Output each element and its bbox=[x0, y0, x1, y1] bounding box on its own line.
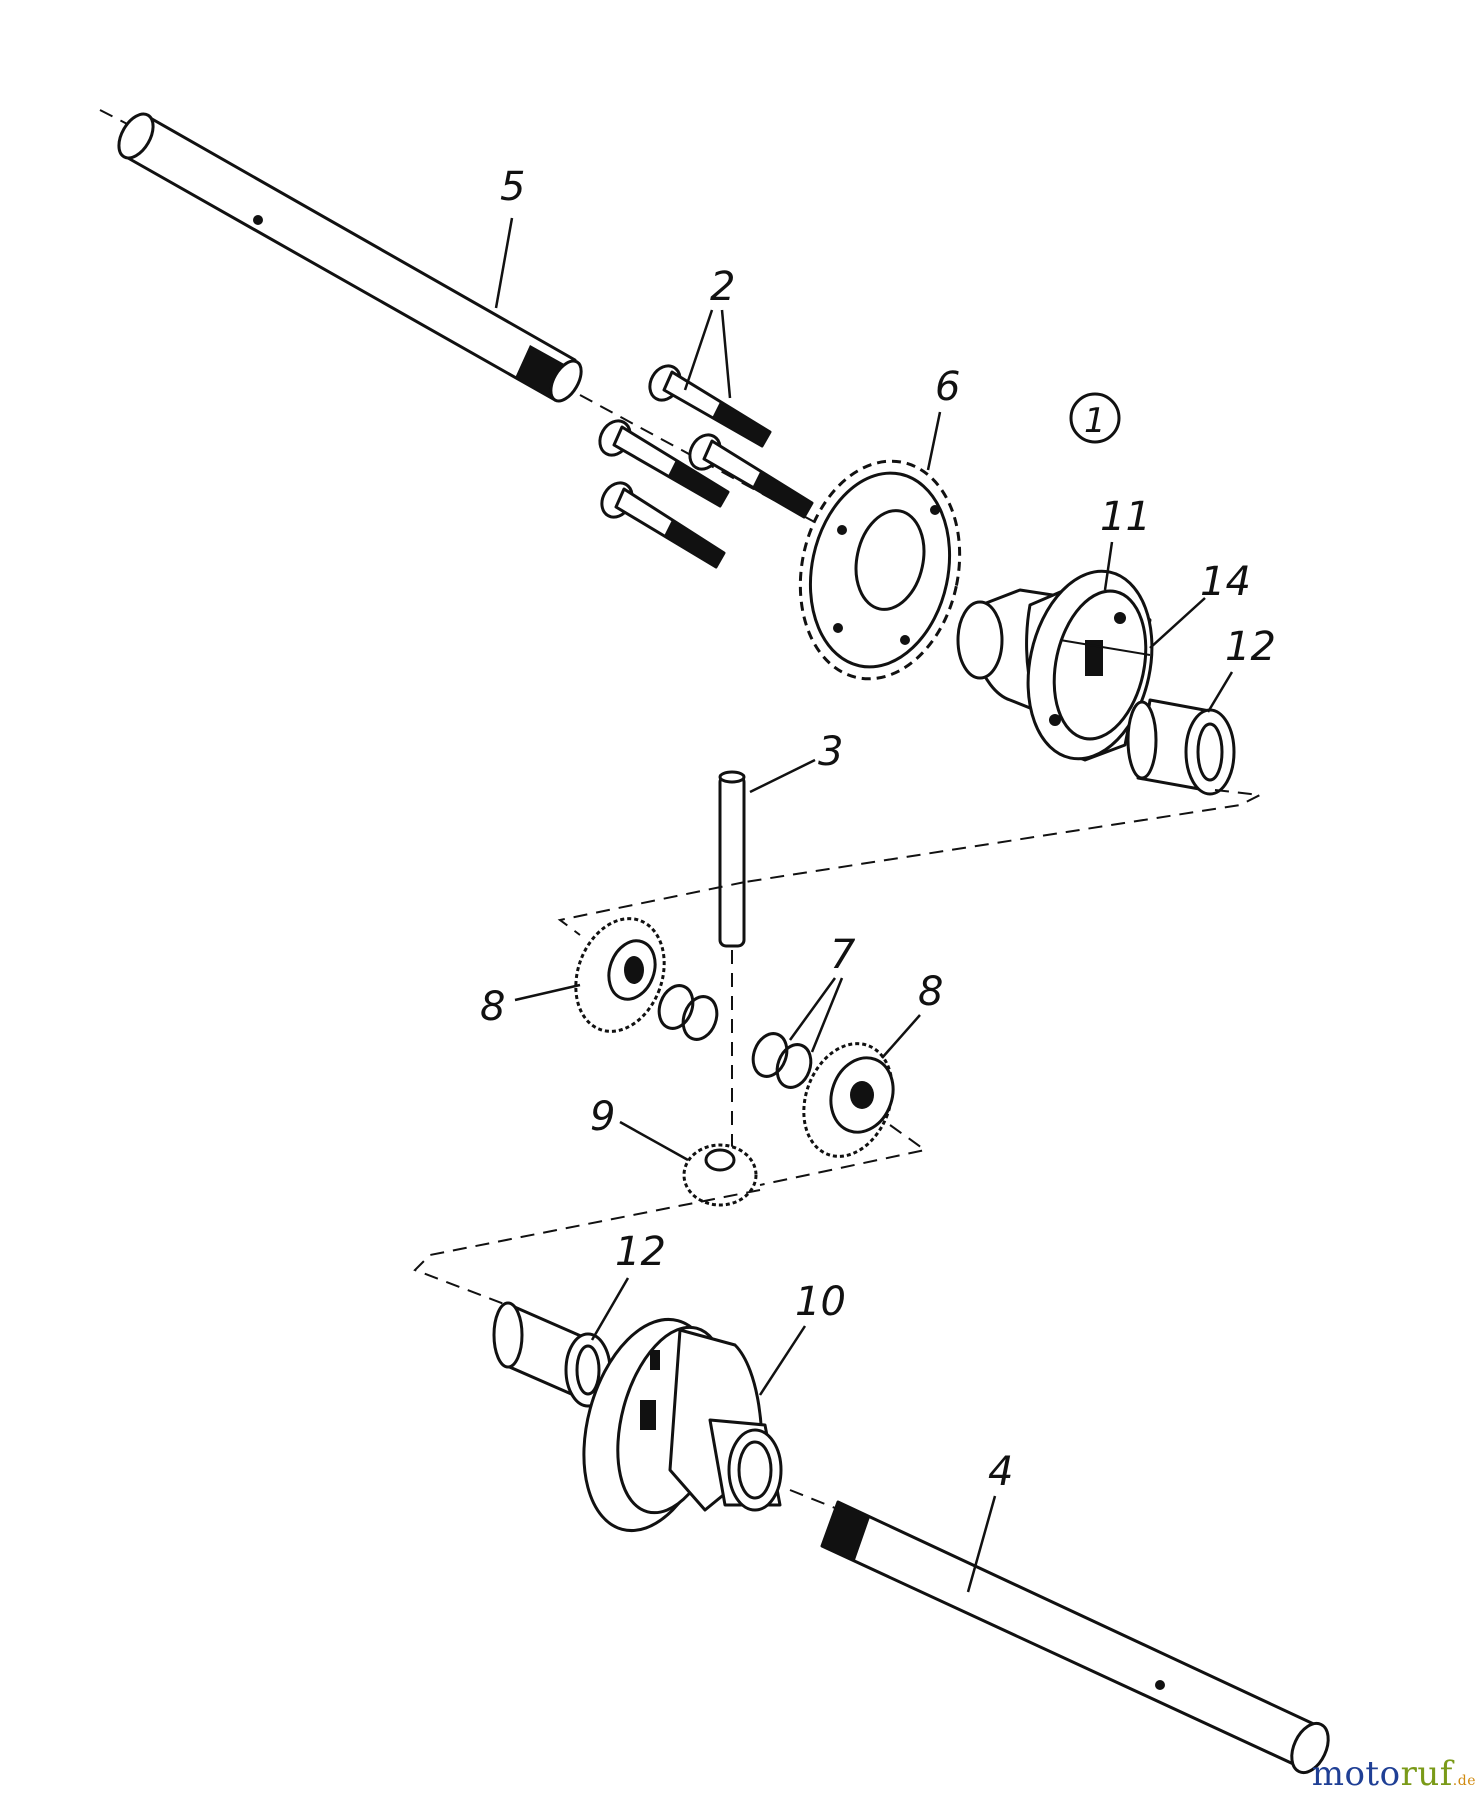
callout-9: 9 bbox=[590, 1094, 689, 1162]
watermark-part-de: .de bbox=[1452, 1773, 1476, 1789]
callout-label: 12 bbox=[1225, 624, 1276, 670]
callout-label: 3 bbox=[818, 729, 843, 775]
callout-label: 8 bbox=[480, 984, 505, 1030]
motoruf-watermark-logo: motoruf.de bbox=[1312, 1754, 1476, 1794]
pin-part-3 bbox=[718, 770, 746, 1180]
callout-6: 6 bbox=[926, 364, 960, 471]
bolt bbox=[648, 364, 772, 448]
callout-label: 5 bbox=[500, 164, 525, 210]
callout-label: 7 bbox=[830, 932, 856, 978]
callout-1: 1 bbox=[1069, 392, 1121, 444]
callout-14: 14 bbox=[1149, 559, 1251, 649]
axle-shaft-part-5 bbox=[99, 109, 821, 526]
watermark-part-ruf: ruf bbox=[1400, 1754, 1453, 1794]
callout-12-upper: 12 bbox=[1206, 624, 1276, 713]
sprocket-part-6 bbox=[798, 459, 962, 681]
callout-2: 2 bbox=[683, 264, 735, 399]
watermark-part-moto: moto bbox=[1311, 1754, 1401, 1794]
callout-label: 10 bbox=[795, 1279, 846, 1325]
callout-3: 3 bbox=[749, 729, 843, 794]
axle-shaft-part-4 bbox=[820, 1500, 1330, 1775]
callout-8-left: 8 bbox=[480, 983, 581, 1030]
callout-label: 14 bbox=[1200, 559, 1251, 605]
callout-label: 6 bbox=[935, 364, 960, 410]
spider-gear-part-9 bbox=[682, 1143, 758, 1207]
washer-set-part-7 bbox=[657, 984, 813, 1089]
bushing-part-12-upper bbox=[1126, 698, 1236, 796]
differential-housing-part-10 bbox=[582, 1317, 841, 1533]
callout-label: 2 bbox=[710, 264, 735, 310]
callout-10: 10 bbox=[758, 1279, 846, 1396]
callout-11: 11 bbox=[1100, 494, 1151, 591]
bolt bbox=[598, 419, 730, 508]
callout-8-right: 8 bbox=[881, 969, 943, 1059]
bushing-part-12-lower bbox=[492, 1301, 612, 1408]
differential-housing-part-11 bbox=[956, 569, 1154, 762]
callout-label: 9 bbox=[590, 1094, 615, 1140]
callout-label: 12 bbox=[615, 1229, 666, 1275]
bevel-gear-part-8-left bbox=[574, 917, 666, 1033]
callout-label: 1 bbox=[1084, 401, 1106, 441]
callout-label: 11 bbox=[1100, 494, 1151, 540]
callout-label: 8 bbox=[918, 969, 943, 1015]
bolt-set-part-2 bbox=[598, 364, 814, 569]
callout-4: 4 bbox=[966, 1449, 1013, 1593]
bevel-gear-part-8-right bbox=[802, 1042, 895, 1158]
callout-12-lower: 12 bbox=[590, 1229, 666, 1341]
bolt bbox=[688, 433, 814, 519]
callout-5: 5 bbox=[494, 164, 525, 309]
bolt bbox=[600, 481, 726, 569]
callout-7: 7 bbox=[788, 932, 856, 1053]
callout-label: 4 bbox=[988, 1449, 1013, 1495]
